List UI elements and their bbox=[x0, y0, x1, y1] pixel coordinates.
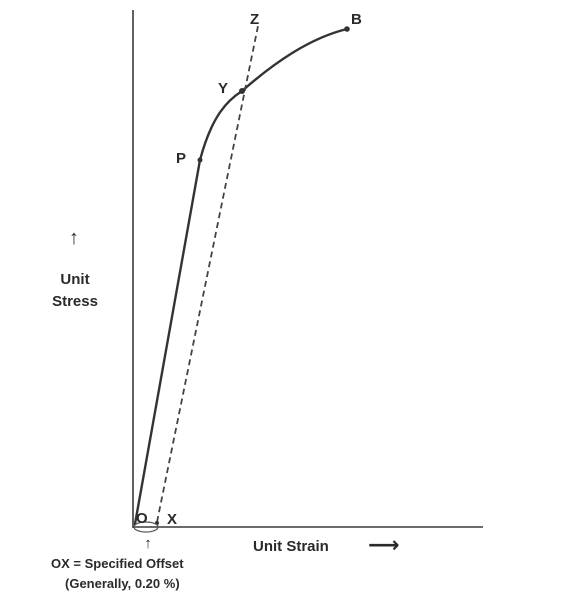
point-label-z: Z bbox=[250, 11, 259, 28]
point-label-x: X bbox=[167, 511, 177, 528]
y-axis-label-line2: Stress bbox=[52, 293, 98, 310]
y-axis-label-line1: Unit bbox=[60, 271, 89, 288]
offset-note-line2: (Generally, 0.20 %) bbox=[65, 576, 180, 591]
y-axis-arrow: ↑ bbox=[69, 227, 79, 249]
offset-note-arrow: ↑ bbox=[144, 535, 152, 552]
point-p-marker bbox=[197, 157, 203, 163]
stress-strain-curve bbox=[133, 27, 349, 526]
point-label-p: P bbox=[176, 150, 186, 167]
offset-line bbox=[156, 25, 259, 523]
point-b-marker bbox=[344, 26, 350, 32]
point-label-b: B bbox=[351, 11, 362, 28]
x-axis-label: Unit Strain bbox=[253, 538, 329, 555]
point-label-y: Y bbox=[218, 80, 228, 97]
point-label-o: O bbox=[136, 510, 148, 527]
offset-note-line1: OX = Specified Offset bbox=[51, 556, 184, 571]
point-y-marker bbox=[239, 88, 245, 94]
x-axis-arrow: ⟶ bbox=[368, 532, 400, 557]
origin-oval bbox=[133, 521, 159, 533]
